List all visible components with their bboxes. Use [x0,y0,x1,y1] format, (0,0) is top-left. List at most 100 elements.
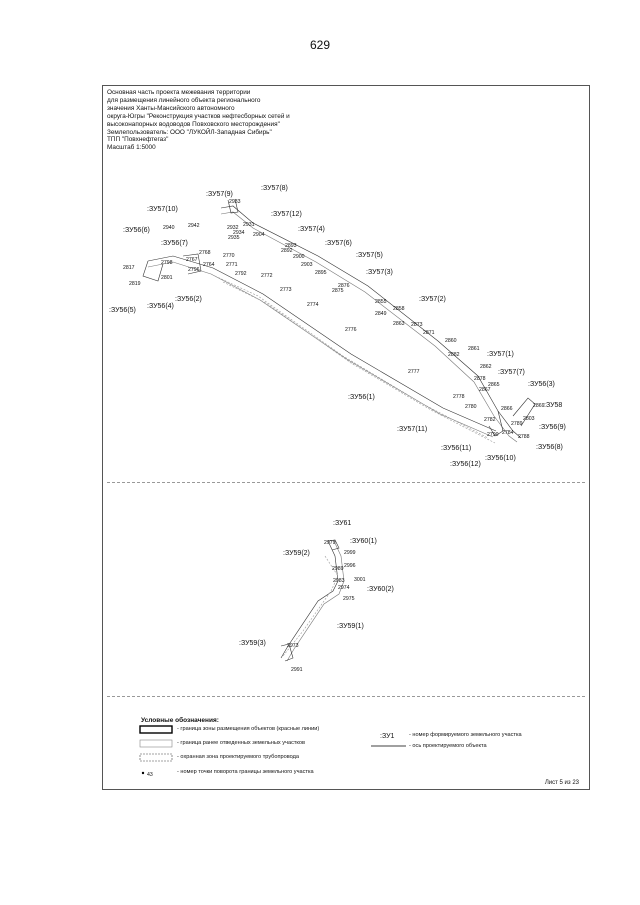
point-number: 2862 [480,364,492,370]
parcel-label: :ЗУ56(11) [441,445,471,452]
point-number: 2895 [315,270,327,276]
point-number: 2803 [523,416,535,422]
legend-title: Условные обозначения: [141,717,219,724]
point-number: 2855 [375,299,387,305]
point-number: 2882 [448,352,460,358]
sheet-number: Лист 5 из 23 [544,780,579,786]
upper-corridor [142,198,536,444]
section-divider [107,482,585,483]
point-number: 3001 [354,577,366,583]
point-number: 2991 [291,667,303,673]
point-number: 2876 [338,283,350,289]
parcel-label: :ЗУ57(3) [366,269,393,276]
lower-point-labels: 2979 2999 2996 2989 2983 3001 2974 2975 … [287,540,366,673]
parcel-label: :ЗУ57(5) [356,252,383,259]
legend-sample-parcel: :ЗУ1 [380,733,395,740]
point-symbol [141,771,145,775]
parcel-label: :ЗУ56(5) [109,307,136,314]
point-number: 2789 [511,421,523,427]
legend-item: - граница зоны размещения объектов (крас… [177,726,320,732]
point-number: 2777 [408,369,420,375]
point-number: 2904 [253,232,265,238]
parcel-label: :ЗУ61 [333,520,351,527]
point-number: 2767 [186,257,198,263]
legend-sample-point: 43 [147,772,153,778]
survey-map: :ЗУ57(9) :ЗУ57(8) :ЗУ57(10) :ЗУ57(12) :З… [109,185,566,778]
point-number: 2819 [129,281,141,287]
point-number: 2892 [281,248,293,254]
parcel-label: :ЗУ57(11) [397,426,427,433]
header-line: ТПП "Повхнефтегаз" [107,136,169,144]
point-number: 2790 [487,432,499,438]
parcel-label: :ЗУ56(3) [528,381,555,388]
parcel-label: :ЗУ56(7) [161,240,188,247]
drawing-header: Основная часть проекта межевания террито… [107,89,367,152]
parcel-label: :ЗУ60(2) [367,586,394,593]
point-number: 2903 [301,262,313,268]
point-number: 2788 [518,434,530,440]
parcel-label: :ЗУ56(9) [539,424,566,431]
legend-item: - номер формируемого земельного участка [409,732,522,738]
parcel-label: :ЗУ57(4) [298,226,325,233]
parcel-label: :ЗУ57(1) [487,351,514,358]
parcel-label: :ЗУ56(1) [348,394,375,401]
red-line-symbol [139,725,173,734]
point-number: 2973 [287,643,299,649]
point-number: 2782 [484,417,496,423]
header-line: Масштаб 1:5000 [107,144,156,152]
point-number: 2900 [293,254,305,260]
parcel-label: :ЗУ59(1) [337,623,364,630]
header-line: высоконапорных водоводов Повховского мес… [107,120,280,128]
lower-corridor [280,539,345,662]
point-number: 2975 [343,596,355,602]
header-line: округа-Югры "Реконструкция участков нефт… [107,112,290,120]
point-number: 2860 [445,338,457,344]
parcel-label: :ЗУ58 [544,402,562,409]
point-number: 2764 [203,262,215,268]
point-number: 2798 [161,260,173,266]
parcel-label: :ЗУ56(4) [147,303,174,310]
point-number: 2865 [488,382,500,388]
header-line: Основная часть проекта межевания террито… [107,89,251,96]
point-number: 2849 [375,311,387,317]
header-line: для размещения линейного объекта региона… [107,96,261,104]
point-number: 2817 [123,265,135,271]
point-number: 2784 [502,430,514,436]
point-number: 2931 [243,222,255,228]
point-number: 2773 [280,287,292,293]
point-number: 2776 [345,327,357,333]
point-number: 2768 [199,250,211,256]
upper-point-labels: 2933 2931 2942 2940 2932 2934 2935 2904 … [123,199,545,440]
point-number: 2772 [261,273,273,279]
parcel-label: :ЗУ56(12) [450,461,481,468]
point-number: 2770 [223,253,235,259]
point-number: 2869 [533,403,545,409]
point-number: 2792 [235,271,247,277]
point-number: 2875 [332,288,344,294]
point-number: 2999 [344,550,356,556]
point-number: 2942 [188,223,200,229]
point-number: 2866 [501,406,513,412]
point-number: 2983 [333,578,345,584]
parcel-label: :ЗУ57(8) [261,185,288,192]
parcel-label: :ЗУ57(2) [419,296,446,303]
point-number: 2778 [453,394,465,400]
point-number: 2780 [465,404,477,410]
point-number: 2935 [228,235,240,241]
point-number: 2893 [285,243,297,249]
point-number: 2771 [226,262,238,268]
existing-parcel-symbol [139,739,173,748]
legend-item: - ось проектируемого объекта [409,743,487,749]
parcel-label: :ЗУ57(10) [147,206,178,213]
parcel-label: :ЗУ57(7) [498,369,525,376]
parcel-label: :ЗУ56(10) [485,455,516,462]
point-number: 2932 [227,225,239,231]
point-number: 2796 [188,267,200,273]
point-number: 2933 [229,199,241,205]
parcel-label: :ЗУ59(2) [283,550,310,557]
parcel-label: :ЗУ57(6) [325,240,352,247]
header-line: Землепользователь: ООО "ЛУКОЙЛ-Западная … [107,128,272,136]
parcel-label: :ЗУ56(6) [123,227,150,234]
point-number: 2858 [393,306,405,312]
point-number: 2861 [468,346,480,352]
